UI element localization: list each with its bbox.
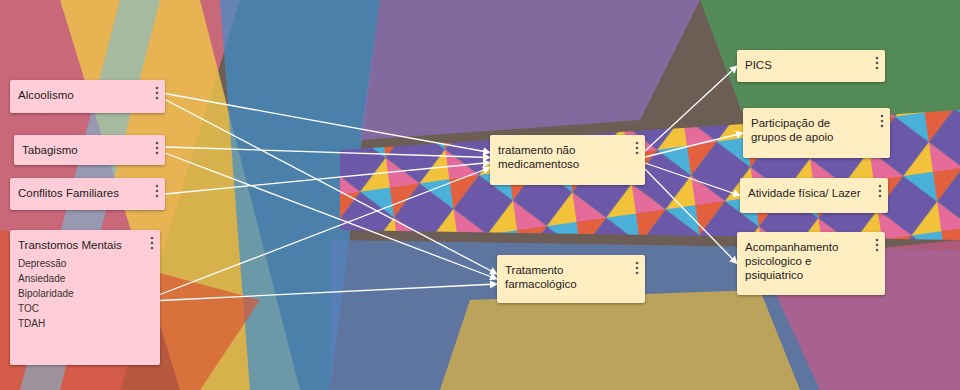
- menu-dot: [151, 242, 154, 245]
- menu-dot: [156, 92, 159, 95]
- arrow-connector: [160, 284, 497, 301]
- box-label: Tabagismo: [22, 143, 143, 157]
- menu-dot: [156, 97, 159, 100]
- process-box: Participação de grupos de apoio: [743, 108, 890, 158]
- menu-dot: [876, 244, 879, 247]
- menu-dot: [156, 142, 159, 145]
- process-box: PICS: [737, 50, 885, 82]
- list-item: Ansiedade: [18, 271, 138, 286]
- menu-dot: [876, 239, 879, 242]
- process-box: Tabagismo: [14, 135, 165, 165]
- menu-dot: [879, 185, 882, 188]
- list-item: TDAH: [18, 316, 138, 331]
- process-box: Transtomos MentaisDepressãoAnsiedadeBipo…: [10, 230, 160, 365]
- menu-dot: [636, 142, 639, 145]
- arrow-connector: [645, 163, 740, 196]
- menu-dot: [156, 147, 159, 150]
- menu-dot: [151, 237, 154, 240]
- menu-dot: [879, 195, 882, 198]
- menu-dot: [876, 67, 879, 70]
- menu-dot: [156, 190, 159, 193]
- menu-icon: [155, 184, 159, 198]
- menu-dot: [156, 152, 159, 155]
- menu-icon: [155, 141, 159, 155]
- process-box: tratamento não medicamentoso: [490, 135, 645, 185]
- menu-icon: [635, 141, 639, 155]
- menu-dot: [879, 190, 882, 193]
- arrow-connector: [165, 163, 490, 195]
- menu-icon: [880, 114, 884, 128]
- menu-dot: [881, 120, 884, 123]
- box-label: Alcoolismo: [18, 88, 143, 102]
- box-label: Atividade física/ Lazer: [748, 186, 866, 200]
- menu-dot: [876, 62, 879, 65]
- menu-icon: [635, 261, 639, 275]
- menu-dot: [876, 249, 879, 252]
- box-label: Participação de grupos de apoio: [751, 116, 868, 144]
- menu-icon: [150, 236, 154, 250]
- menu-dot: [156, 185, 159, 188]
- menu-dot: [636, 262, 639, 265]
- process-box: Alcoolismo: [10, 80, 165, 113]
- menu-dot: [636, 152, 639, 155]
- arrow-connector: [645, 169, 737, 264]
- menu-icon: [155, 86, 159, 100]
- process-box: Acompanhamento psicologico e psiquiatric…: [737, 232, 885, 295]
- list-item: Depressão: [18, 256, 138, 271]
- menu-dot: [636, 267, 639, 270]
- box-label: tratamento não medicamentoso: [498, 143, 623, 171]
- menu-dot: [636, 272, 639, 275]
- menu-dot: [156, 195, 159, 198]
- box-label: Acompanhamento psicologico e psiquiatric…: [745, 240, 863, 282]
- menu-icon: [875, 56, 879, 70]
- menu-dot: [881, 125, 884, 128]
- box-label: PICS: [745, 58, 863, 72]
- arrow-connector: [165, 153, 497, 279]
- box-label: Tratamento farmacológico: [505, 263, 623, 291]
- list-item: TOC: [18, 301, 138, 316]
- list-item: Bipolaridade: [18, 286, 138, 301]
- menu-dot: [156, 87, 159, 90]
- arrow-connector: [645, 133, 743, 157]
- menu-dot: [881, 115, 884, 118]
- process-box: Atividade física/ Lazer: [740, 178, 888, 213]
- menu-dot: [636, 147, 639, 150]
- box-label: Transtomos Mentais: [18, 238, 138, 252]
- menu-dot: [876, 57, 879, 60]
- arrow-connector: [160, 168, 490, 295]
- menu-icon: [875, 238, 879, 252]
- arrow-connector: [165, 147, 490, 158]
- menu-dot: [151, 247, 154, 250]
- process-box: Conflitos Familiares: [10, 178, 165, 210]
- process-box: Tratamento farmacológico: [497, 255, 645, 303]
- menu-icon: [878, 184, 882, 198]
- arrow-connector: [165, 94, 490, 153]
- box-label: Conflitos Familiares: [18, 186, 143, 200]
- arrow-connector: [165, 100, 497, 275]
